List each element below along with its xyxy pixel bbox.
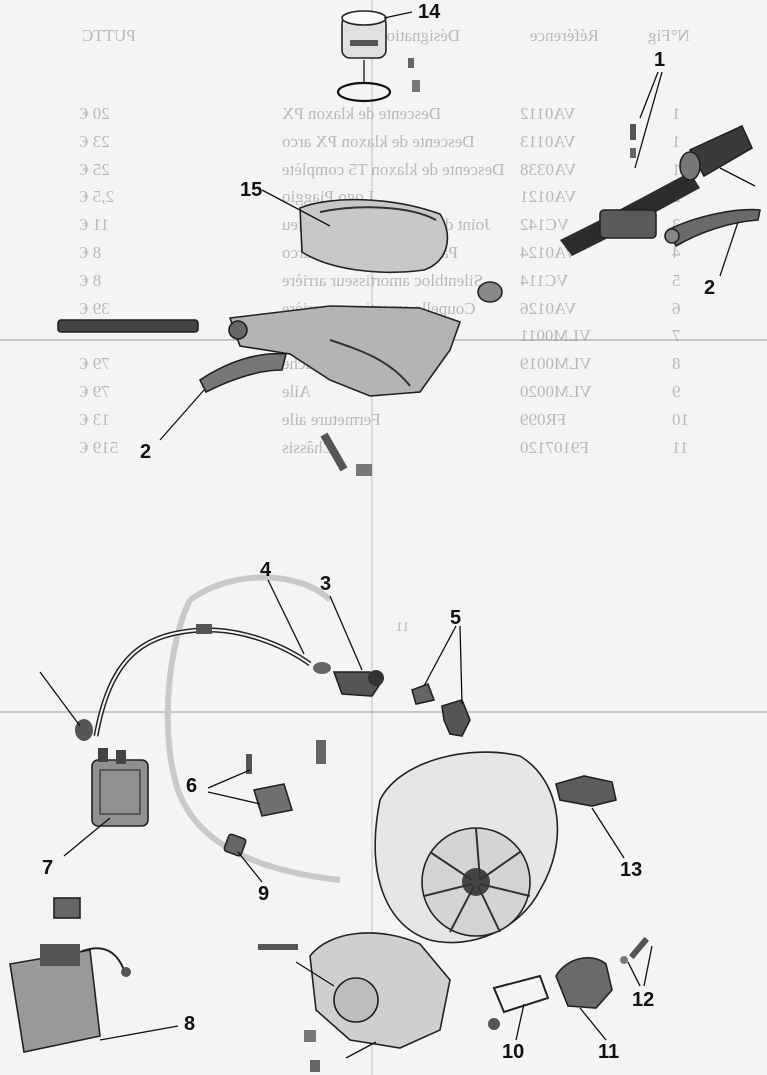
regulator-bracket [246,740,326,817]
handlebar-top-cover [299,198,503,303]
callout-1: 1 [654,49,666,71]
left-handlebar-housing [57,305,462,476]
control-cable [75,624,331,741]
carburetor-part [555,775,617,807]
callout-2-left: 2 [140,441,152,463]
cdi-unit [9,897,131,1053]
spark-plug-cap [332,670,384,697]
bolt [620,936,650,964]
gasket [488,974,550,1030]
callout-13: 13 [620,859,643,881]
small-fitting [223,833,247,857]
callout-5: 5 [450,607,462,629]
speedometer [336,10,420,103]
callout-11: 11 [598,1041,620,1063]
ignition-coil [91,748,149,827]
callout-9: 9 [258,883,270,905]
right-handlebar-grip [560,124,754,256]
carburetor-body [555,956,613,1009]
callout-8: 8 [184,1013,196,1035]
callout-3: 3 [320,573,332,595]
callout-15: 15 [240,179,263,201]
left-brake-lever [198,352,288,394]
callout-10: 10 [502,1041,525,1063]
callout-6: 6 [186,775,198,797]
callout-4: 4 [260,559,272,581]
engine-flywheel-cover [258,751,559,1072]
spark-plug-caps [411,682,471,737]
callout-7: 7 [42,857,54,879]
callout-2-right: 2 [704,277,716,299]
right-brake-lever [664,208,761,248]
callout-14: 14 [418,1,441,23]
callout-12: 12 [632,989,655,1011]
ghost-frame-outline [164,574,341,883]
